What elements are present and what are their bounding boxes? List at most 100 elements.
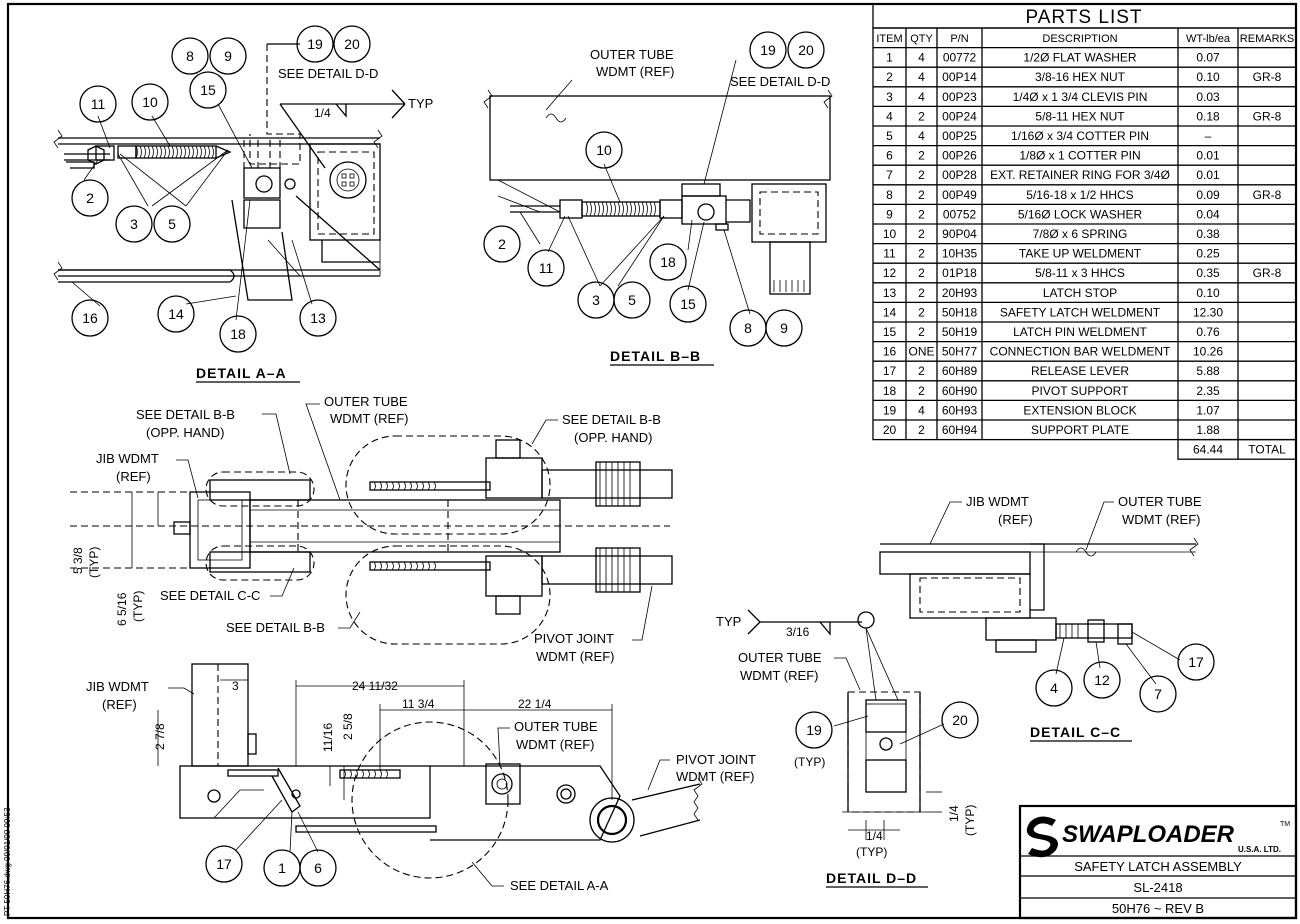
item-balloon-number: 3: [592, 292, 600, 308]
parts-list-cell: EXT. RETAINER RING FOR 3/4Ø: [990, 168, 1170, 182]
parts-list-cell: 2: [918, 207, 925, 221]
parts-list-cell: 13: [883, 286, 897, 300]
parts-list-cell: SUPPORT PLATE: [1031, 423, 1129, 437]
parts-list-header: DESCRIPTION: [1042, 33, 1117, 45]
parts-list-cell: 2: [918, 364, 925, 378]
plan-dim-6-5-16: 6 5/16: [115, 592, 129, 626]
side-dim-22-1-4: 22 1/4: [518, 697, 552, 711]
item-balloon: [219, 315, 257, 353]
parts-list-cell: 1.07: [1196, 403, 1220, 417]
item-balloon-number: 2: [498, 236, 506, 252]
aa-weld-typ: TYP: [408, 96, 433, 111]
parts-list-cell: 7: [886, 168, 893, 182]
detail-d-d: TYP 3/16 OUTER TUBE WDMT (REF) (TYP) 1/4…: [716, 609, 977, 888]
item-balloon-number: 5: [628, 292, 636, 308]
parts-list-cell: 3: [886, 90, 893, 104]
item-balloon: [189, 71, 227, 109]
title-block: SWAPLOADER TM U.S.A. LTD. SAFETY LATCH A…: [1018, 804, 1298, 920]
parts-list-cell: LATCH STOP: [1043, 286, 1117, 300]
item-balloon: [1083, 661, 1121, 699]
parts-list-header: QTY: [910, 33, 933, 45]
parts-list-cell: 10: [883, 227, 897, 241]
parts-list-cell: 11: [883, 247, 896, 261]
detail-b-b: OUTER TUBE WDMT (REF) SEE DETAIL D-D DET…: [483, 47, 833, 366]
item-balloon: [299, 299, 337, 337]
parts-list-cell: 20H93: [942, 286, 978, 300]
item-balloon-number: 5: [168, 216, 176, 232]
detail-c-c-title: DETAIL C–C: [1030, 724, 1121, 740]
parts-list-cell: 0.07: [1196, 51, 1220, 65]
dd-dim-typ-1: (TYP): [856, 845, 887, 859]
parts-list-header: ITEM: [876, 33, 902, 45]
aa-see-dd: SEE DETAIL D-D: [278, 66, 378, 81]
plan-dim-typ-2: (TYP): [131, 591, 145, 622]
drawing-revision: 50H76 ~ REV B: [1112, 901, 1204, 916]
drawing-title: SAFETY LATCH ASSEMBLY: [1074, 859, 1242, 874]
side-pivot-joint-2: WDMT (REF): [676, 769, 754, 784]
item-balloon-number: 19: [806, 722, 822, 738]
side-jib-2: (REF): [102, 697, 137, 712]
item-balloon-number: 15: [680, 296, 696, 312]
item-balloon: [527, 249, 565, 287]
plan-jib-2: (REF): [116, 469, 151, 484]
side-dim-11-3-4: 11 3/4: [402, 697, 435, 711]
plan-see-cc: SEE DETAIL C-C: [160, 588, 260, 603]
item-balloon-number: 17: [216, 856, 232, 872]
parts-list-cell: 0.03: [1196, 90, 1220, 104]
bb-outer-tube-2: WDMT (REF): [596, 64, 674, 79]
item-balloon-number: 10: [142, 94, 158, 110]
parts-list-cell: 00P28: [942, 168, 977, 182]
parts-list-cell: 8: [886, 188, 893, 202]
parts-list-cell: 90P04: [942, 227, 977, 241]
item-balloon: [585, 131, 623, 169]
item-balloon: [79, 85, 117, 123]
parts-list-cell: 00P49: [942, 188, 977, 202]
drawing-number: SL-2418: [1133, 880, 1182, 895]
parts-list-cell: 60H93: [942, 403, 978, 417]
parts-list-cell: 00P25: [942, 129, 977, 143]
detail-b-b-title: DETAIL B–B: [610, 348, 701, 364]
side-dim-2-5-8: 2 5/8: [341, 713, 355, 740]
parts-list-cell: 5/16Ø LOCK WASHER: [1018, 207, 1143, 221]
parts-list-header: WT-lb/ea: [1186, 33, 1231, 45]
parts-list-cell: 0.10: [1196, 70, 1220, 84]
bb-see-dd: SEE DETAIL D-D: [730, 74, 830, 89]
parts-list-header: P/N: [950, 33, 968, 45]
parts-list-cell: 6: [886, 149, 893, 163]
parts-list-cell: 00P26: [942, 149, 977, 163]
item-balloon-number: 12: [1094, 672, 1110, 688]
plan-outer-tube-2: WDMT (REF): [330, 411, 408, 426]
dd-dim-typ-2: (TYP): [963, 805, 977, 836]
item-balloon: [209, 37, 247, 75]
plan-outer-tube-1: OUTER TUBE: [324, 394, 408, 409]
item-balloon: [1035, 669, 1073, 707]
item-balloon: [669, 285, 707, 323]
plan-see-bb: SEE DETAIL B-B: [226, 620, 325, 635]
item-balloon-number: 20: [344, 36, 360, 52]
item-balloon: [765, 309, 803, 347]
parts-list-cell: 2: [918, 305, 925, 319]
detail-d-d-title: DETAIL D–D: [826, 870, 917, 886]
parts-list-cell: 16: [883, 345, 897, 359]
parts-list-cell: 00P23: [942, 90, 977, 104]
parts-list-cell: 0.35: [1196, 266, 1220, 280]
parts-list-cell: 00752: [943, 207, 977, 221]
item-balloon-number: 4: [1050, 680, 1058, 696]
item-balloon: [1139, 675, 1177, 713]
parts-list-total-weight: 64.44: [1193, 443, 1223, 457]
plan-pivot-joint-2: WDMT (REF): [536, 649, 614, 664]
dd-bubble-typ: (TYP): [794, 755, 825, 769]
brand-sub: U.S.A. LTD.: [1238, 845, 1281, 854]
parts-list-cell: 18: [883, 384, 897, 398]
item-balloon-number: 18: [660, 254, 676, 270]
parts-list-cell: 50H19: [942, 325, 978, 339]
file-stamp: PT-50H76.dwg 09/01/09 09:53: [3, 807, 12, 916]
item-balloon-number: 19: [760, 42, 776, 58]
parts-list-cell: 14: [883, 305, 897, 319]
parts-list-cell: 50H18: [942, 305, 978, 319]
parts-list-cell: 4: [918, 51, 925, 65]
item-balloon: [205, 845, 243, 883]
